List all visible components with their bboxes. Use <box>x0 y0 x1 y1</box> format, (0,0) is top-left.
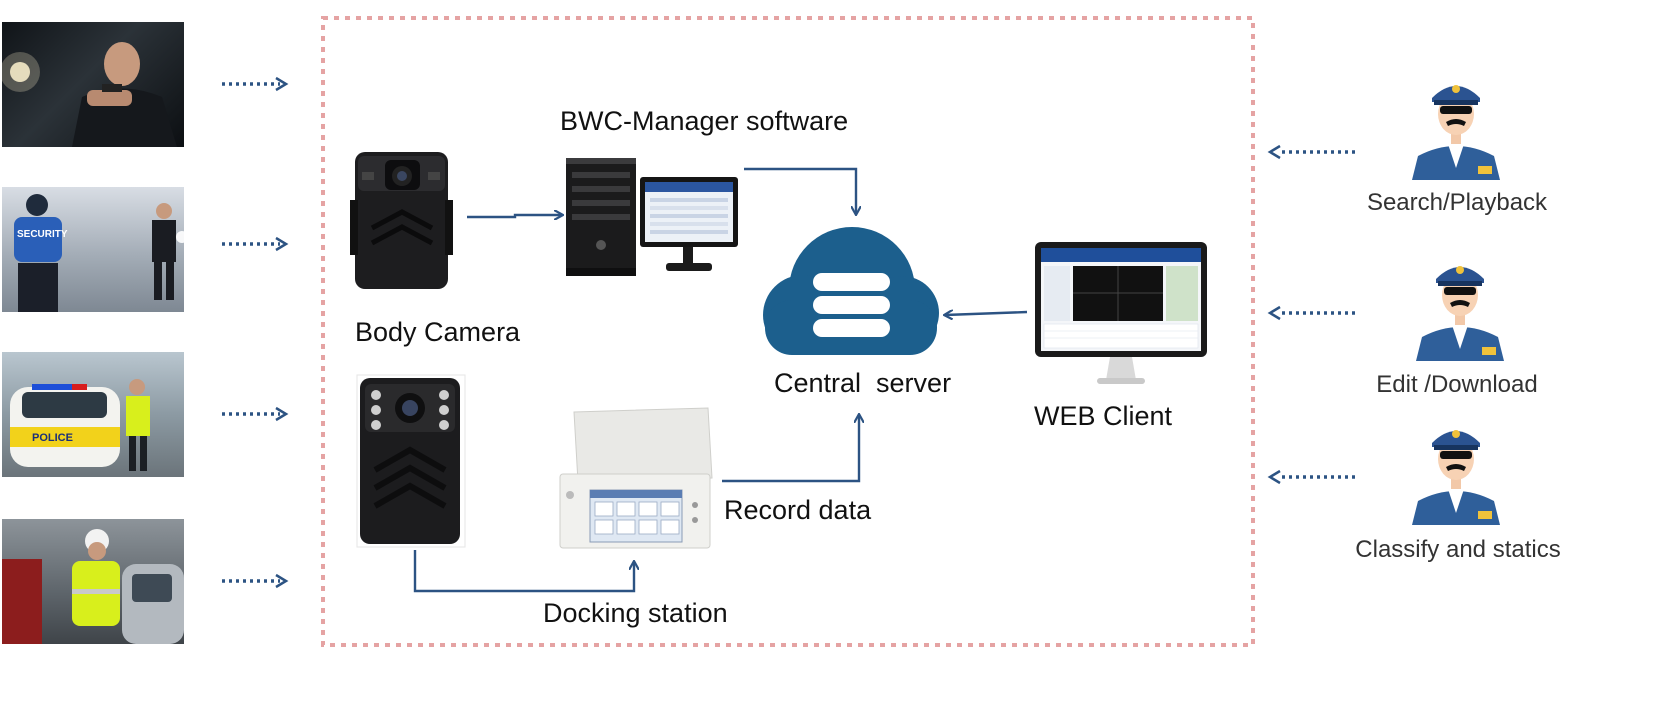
software-monitor <box>640 177 738 271</box>
scene-input-arrowheads <box>275 76 289 589</box>
officer-aiming-figure <box>2 42 177 147</box>
web-client-label: WEB Client <box>1034 401 1173 431</box>
web-client-monitor <box>1035 242 1207 384</box>
police-car-figure <box>10 379 150 471</box>
role-label-classify-statics: Classify and statics <box>1355 536 1561 563</box>
traffic-officer-photo <box>2 519 184 644</box>
body-camera-label: Body Camera <box>355 317 521 347</box>
traffic-officer-figure <box>2 529 184 644</box>
security-guard-figure <box>14 194 184 312</box>
webclient-to-server-arrow <box>945 312 1028 315</box>
central-server-label: Central server <box>774 368 952 398</box>
role-output-arrowheads <box>1267 144 1281 485</box>
officer-aiming-photo <box>2 22 184 147</box>
system-boundary <box>321 16 1255 647</box>
role-output-arrows <box>1282 150 1356 479</box>
body-camera-device <box>350 152 453 289</box>
officer-icon <box>1416 266 1504 361</box>
flow-arrows <box>413 167 1028 593</box>
security-badge-text: SECURITY <box>17 229 68 240</box>
officer-icon <box>1412 85 1500 180</box>
police-car-photo: POLICE <box>2 352 184 477</box>
body-camera-docked-device <box>356 374 466 548</box>
dock-to-server-arrow <box>722 415 859 483</box>
pc-tower <box>566 158 636 276</box>
software-label: BWC-Manager software <box>560 106 849 136</box>
role-label-search-playback: Search/Playback <box>1366 189 1548 216</box>
central-server-cloud <box>763 227 939 355</box>
camera-to-software-arrow <box>467 215 562 217</box>
officer-icon <box>1412 430 1500 525</box>
software-to-server-arrow <box>744 167 856 214</box>
camera-to-dock-arrow <box>413 550 634 593</box>
police-badge-text: POLICE <box>32 432 73 444</box>
scene-input-arrows <box>222 82 280 583</box>
security-guard-photo: SECURITY <box>2 187 184 312</box>
docking-station-label: Docking station <box>543 598 728 628</box>
record-data-label: Record data <box>724 495 872 525</box>
role-label-edit-download: Edit /Download <box>1376 371 1538 398</box>
docking-station-device <box>559 407 713 549</box>
